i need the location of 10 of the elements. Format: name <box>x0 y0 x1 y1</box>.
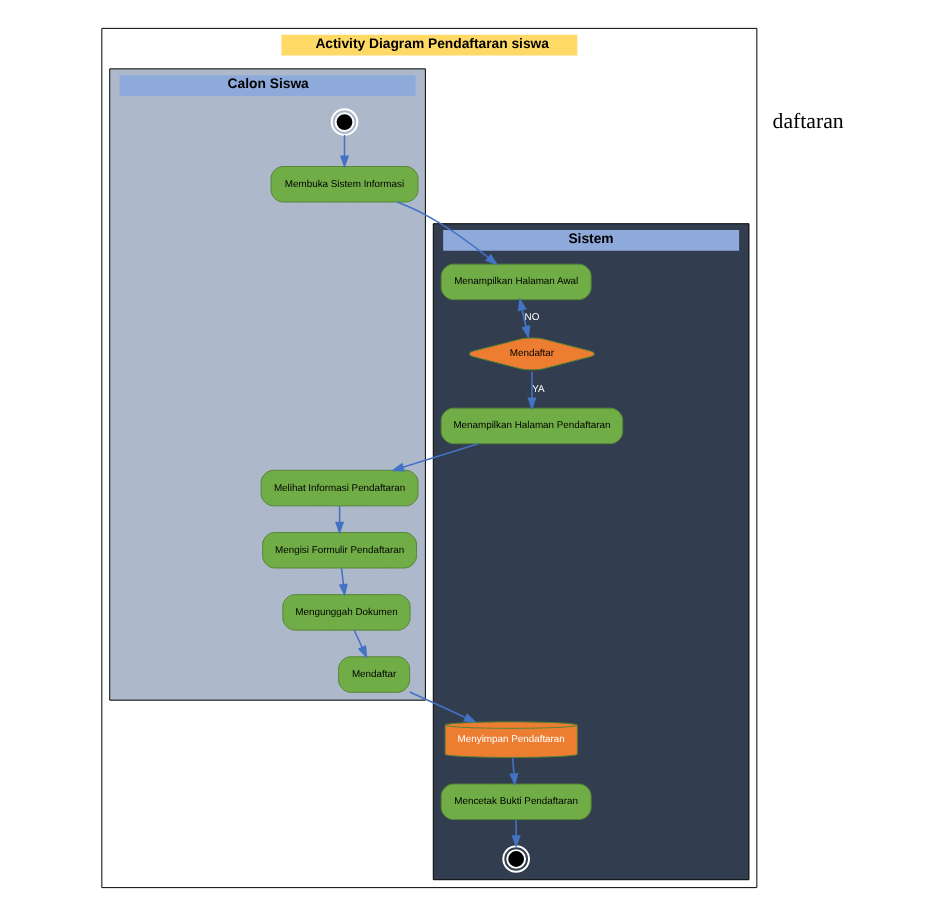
arrow <box>509 756 519 787</box>
arrow <box>391 442 479 472</box>
arrow <box>338 567 348 597</box>
arrow <box>527 371 537 411</box>
arrow <box>511 818 521 849</box>
arrow <box>396 201 499 266</box>
arrow <box>353 629 368 659</box>
arrow <box>409 691 477 723</box>
label: daftaran <box>772 109 844 134</box>
arrow <box>339 134 350 169</box>
